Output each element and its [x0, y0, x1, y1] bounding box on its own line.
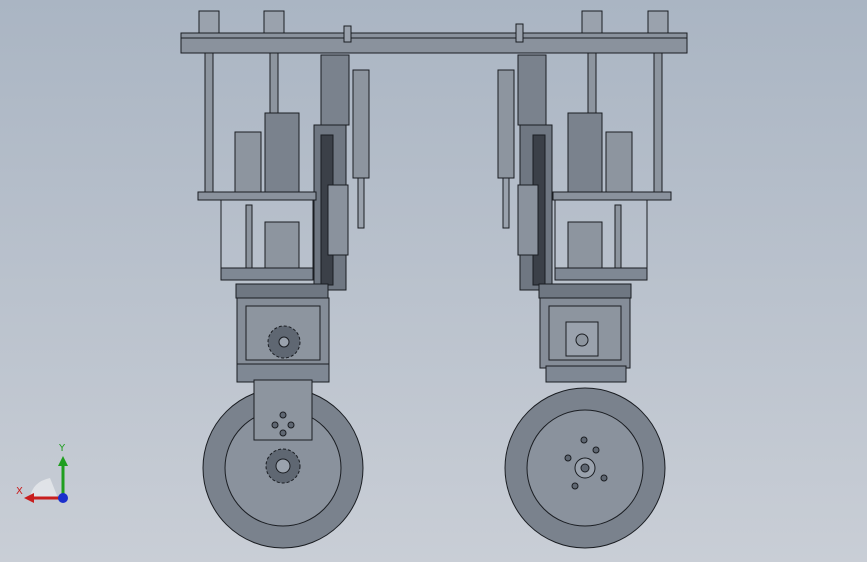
triad-plane	[30, 478, 58, 498]
top-bracket-3[interactable]	[581, 10, 603, 34]
triad-x-arrow	[24, 493, 34, 503]
triad-x-label: X	[16, 486, 23, 497]
drive-motor-right-2[interactable]	[567, 112, 603, 194]
top-small-bracket-right[interactable]	[515, 23, 524, 43]
pulley-plate-left[interactable]	[327, 184, 349, 256]
fork-left-hole-1	[279, 411, 287, 419]
reference-triad	[24, 456, 68, 503]
actuator-cylinder-left[interactable]	[352, 69, 370, 179]
triad-y-arrow	[58, 456, 68, 466]
steering-box-right-base[interactable]	[545, 365, 627, 383]
triad-y-label: Y	[59, 443, 66, 454]
drive-motor-right-1[interactable]	[605, 131, 633, 193]
steering-block-right-hub	[575, 333, 589, 347]
sprocket-left-lower-hub	[275, 458, 291, 474]
guide-rod-1[interactable]	[204, 52, 214, 194]
wheel-right-bolt-4	[571, 482, 579, 490]
drive-motor-left-1[interactable]	[234, 131, 262, 193]
wheel-right-bolt-1	[564, 454, 572, 462]
top-small-bracket-left[interactable]	[343, 25, 352, 43]
upper-base-right[interactable]	[554, 267, 648, 281]
upper-gearbox-left[interactable]	[264, 221, 300, 273]
top-bracket-2[interactable]	[263, 10, 285, 34]
slide-motor-left[interactable]	[320, 54, 350, 126]
sprocket-left-upper-hub	[278, 336, 290, 348]
steering-block-right[interactable]	[565, 321, 599, 357]
guide-rod-4[interactable]	[653, 52, 663, 194]
slide-motor-right[interactable]	[517, 54, 547, 126]
wheel-right-bolt-5	[580, 436, 588, 444]
wheel-right-bolt-3	[600, 474, 608, 482]
fork-left-hole-4	[279, 429, 287, 437]
upper-plate-left[interactable]	[197, 191, 317, 201]
wheel-right-bolt-2	[592, 446, 600, 454]
pulley-plate-right[interactable]	[517, 184, 539, 256]
actuator-rod-left[interactable]	[357, 177, 365, 229]
drive-motor-left-2[interactable]	[264, 112, 300, 194]
actuator-rod-right[interactable]	[502, 177, 510, 229]
steering-box-left-base[interactable]	[236, 363, 330, 383]
triad-z-axis	[58, 493, 68, 503]
upper-base-left[interactable]	[220, 267, 314, 281]
actuator-cylinder-right[interactable]	[497, 69, 515, 179]
wheel-right-axle	[580, 463, 590, 473]
top-bracket-4[interactable]	[647, 10, 669, 34]
wheel-left-fork[interactable]	[253, 379, 313, 441]
assembly[interactable]	[180, 10, 688, 549]
upper-plate-right[interactable]	[552, 191, 672, 201]
fork-left-hole-3	[287, 421, 295, 429]
top-bracket-1[interactable]	[198, 10, 220, 34]
top-crossbar[interactable]	[180, 32, 688, 54]
upper-gearbox-right[interactable]	[567, 221, 603, 273]
flange-right[interactable]	[538, 283, 632, 299]
upper-shaft-left[interactable]	[245, 204, 253, 271]
upper-shaft-right[interactable]	[614, 204, 622, 271]
flange-left[interactable]	[235, 283, 329, 299]
fork-left-hole-2	[271, 421, 279, 429]
